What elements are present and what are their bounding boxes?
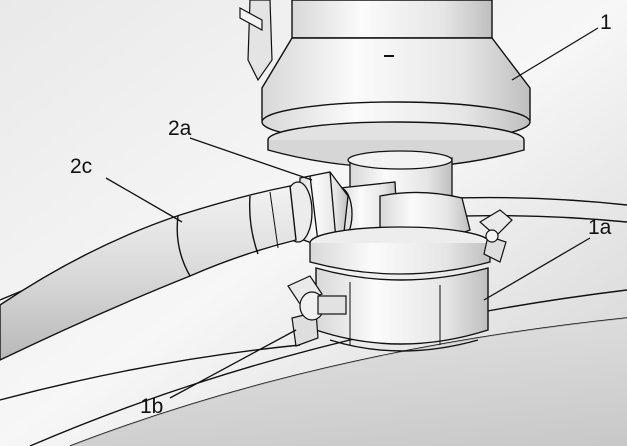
callout-1a: 1a [588, 216, 612, 239]
clamp-collar [315, 267, 489, 352]
hose [0, 185, 297, 361]
leader-lines [105, 27, 599, 399]
callout-2a: 2a [168, 117, 192, 140]
leader-1a [483, 237, 591, 301]
right-wing-nut [478, 209, 513, 263]
leader-2c [105, 177, 183, 223]
leader-1 [511, 27, 599, 81]
leader-1b [169, 329, 297, 399]
left-wing-nut [287, 275, 347, 347]
pump-body [261, 0, 531, 169]
inlet-housing [309, 191, 491, 275]
callout-2c: 2c [70, 155, 93, 178]
callout-1b: 1b [140, 395, 164, 418]
leader-2a [189, 137, 313, 181]
callout-1: 1 [600, 11, 612, 34]
drum-lower-surface [70, 318, 627, 446]
mount-bracket [239, 0, 273, 82]
